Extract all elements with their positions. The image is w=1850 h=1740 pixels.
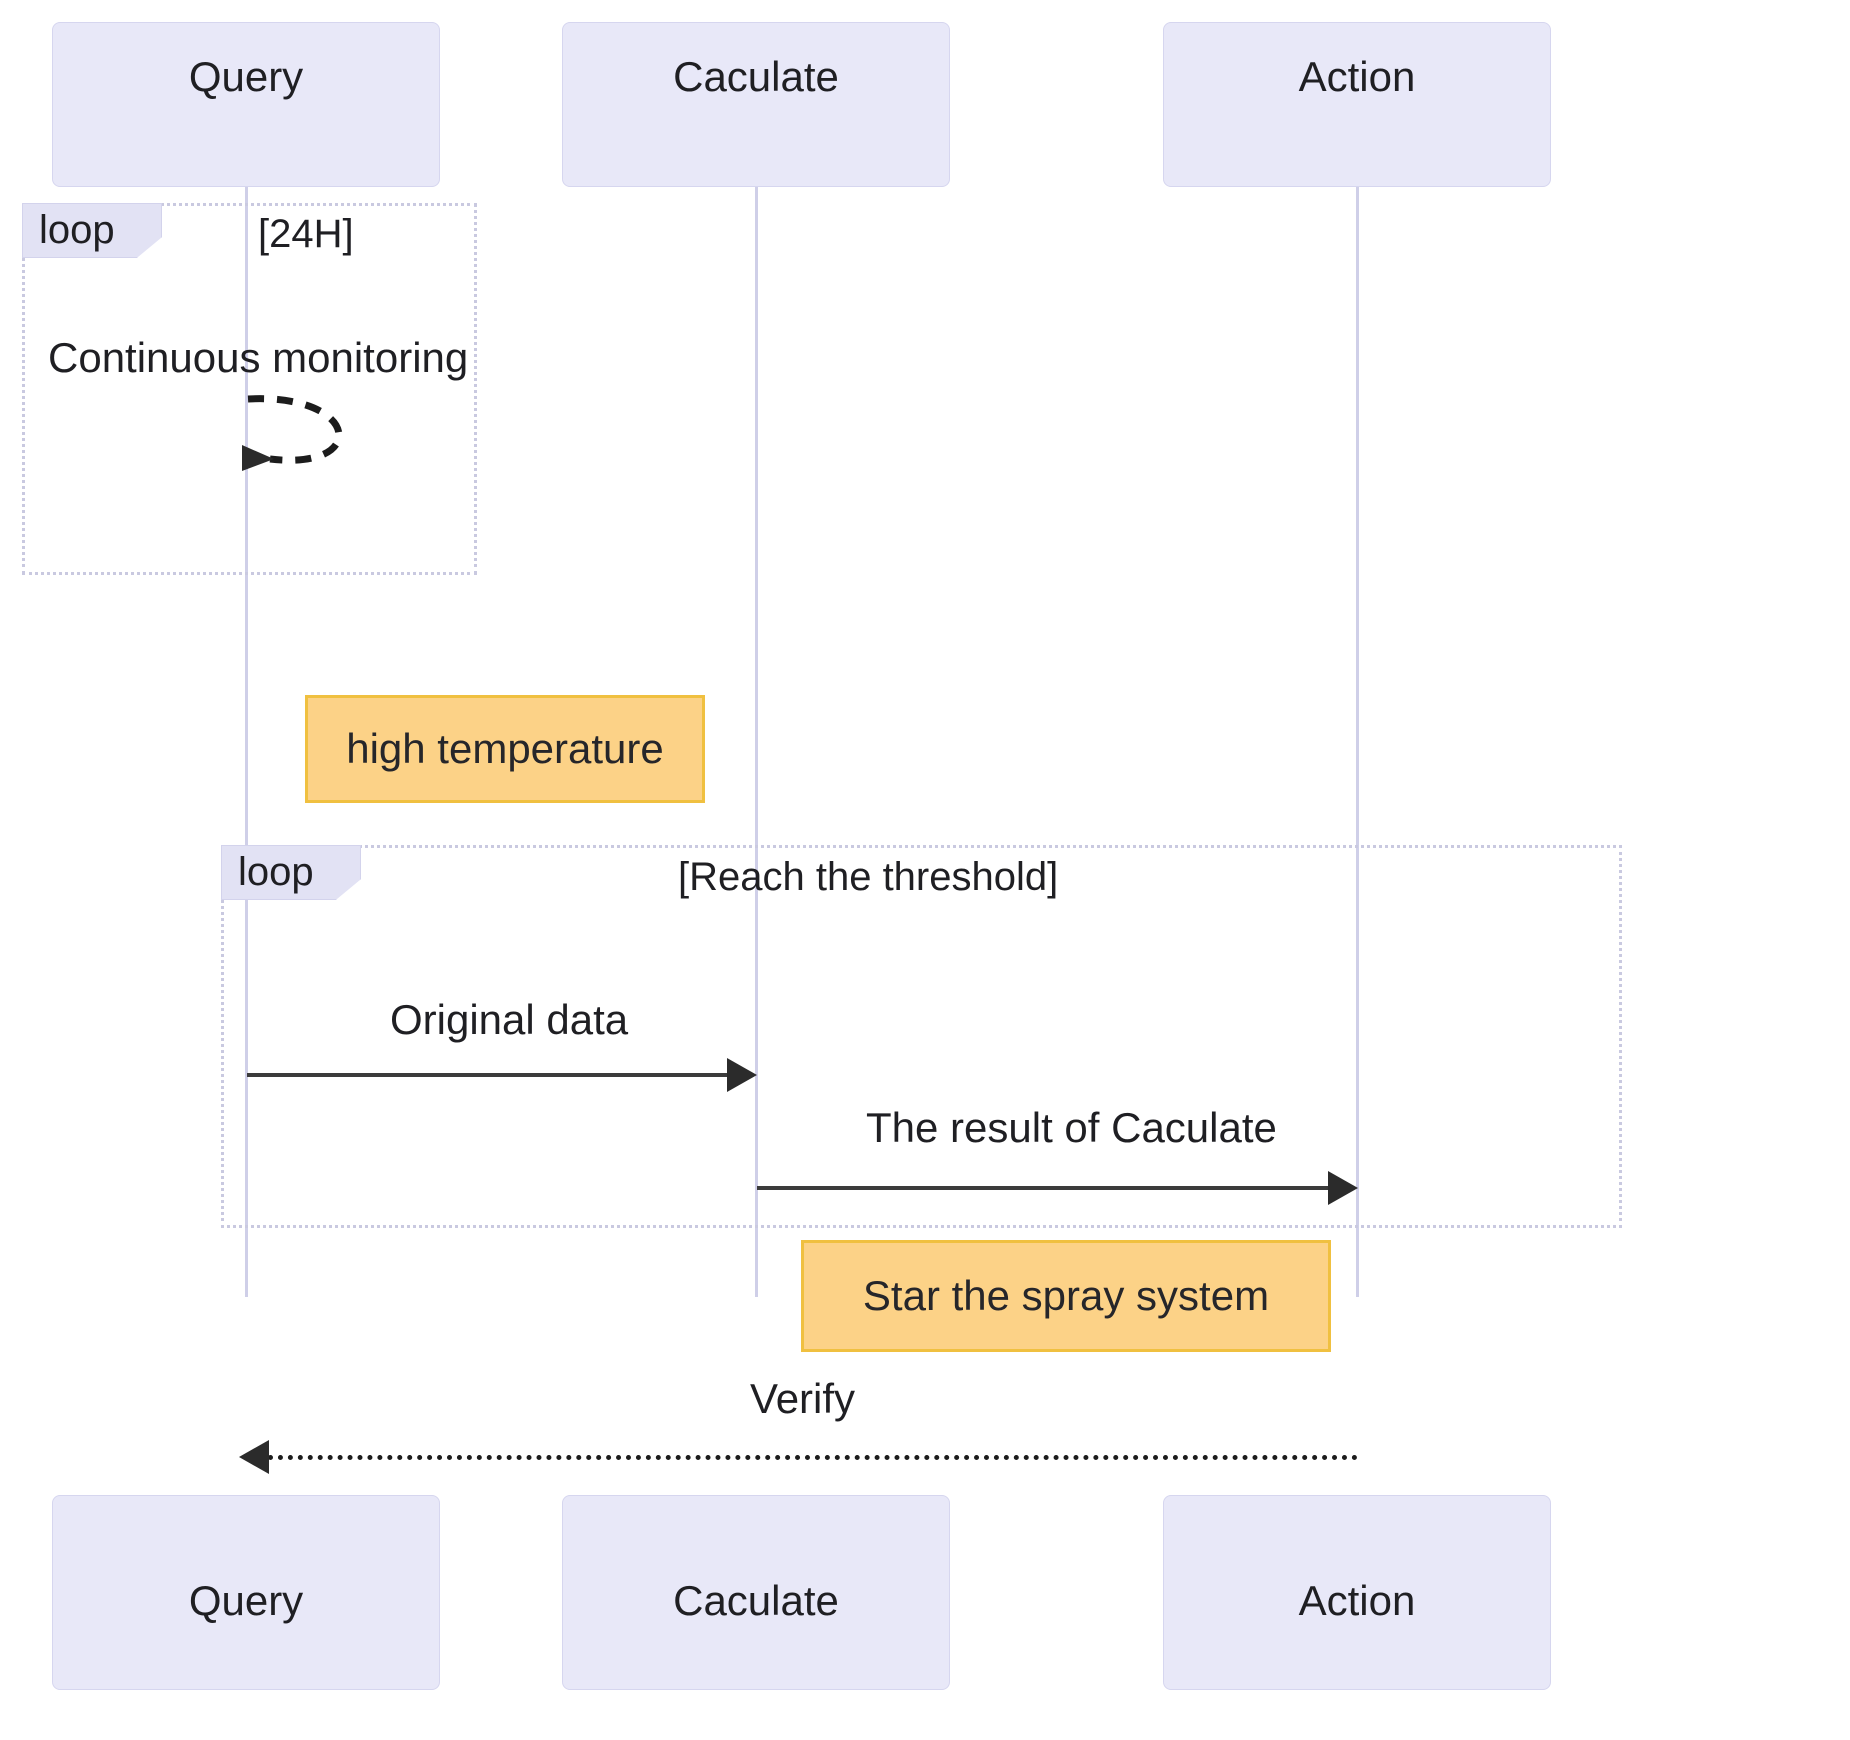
message-line-result-of-caculate xyxy=(757,1186,1337,1190)
self-loop-arrow-continuous-monitoring xyxy=(242,395,343,471)
participant-box-caculate-top[interactable]: Caculate xyxy=(562,22,950,187)
message-line-original-data xyxy=(247,1073,739,1077)
message-line-verify xyxy=(268,1455,1358,1460)
message-label-verify: Verify xyxy=(750,1375,856,1422)
participant-label-caculate-bottom: Caculate xyxy=(673,1576,839,1624)
participant-label-query-top: Query xyxy=(188,52,304,100)
lifeline-caculate xyxy=(755,187,758,1297)
message-arrowhead-result-of-caculate xyxy=(1328,1171,1358,1205)
participant-label-action-bottom: Action xyxy=(1298,1576,1416,1624)
fragment-label-loop-24h: loop xyxy=(22,203,162,258)
participant-box-caculate-bottom[interactable]: Caculate xyxy=(562,1495,950,1690)
note-high-temperature[interactable]: high temperature xyxy=(305,695,705,803)
participant-box-action-top[interactable]: Action xyxy=(1163,22,1551,187)
participant-box-action-bottom[interactable]: Action xyxy=(1163,1495,1551,1690)
note-label-high-temperature: high temperature xyxy=(346,725,664,772)
fragment-loop-24h xyxy=(22,203,477,575)
message-label-result-of-caculate: The result of Caculate xyxy=(866,1104,1277,1151)
lifeline-query xyxy=(245,187,248,1297)
participant-label-caculate-top: Caculate xyxy=(673,52,839,100)
participant-box-query-top[interactable]: Query xyxy=(52,22,440,187)
participant-box-query-bottom[interactable]: Query xyxy=(52,1495,440,1690)
fragment-condition-loop-24h: [24H] xyxy=(258,212,354,256)
message-label-original-data: Original data xyxy=(390,996,629,1043)
lifeline-action xyxy=(1356,187,1359,1297)
message-arrowhead-verify xyxy=(239,1440,269,1474)
fragment-label-loop-threshold: loop xyxy=(221,845,361,900)
message-arrowhead-original-data xyxy=(727,1058,757,1092)
fragment-kind-loop-threshold: loop xyxy=(238,850,314,894)
fragment-kind-loop-24h: loop xyxy=(39,208,115,252)
participant-label-query-bottom: Query xyxy=(188,1576,304,1624)
message-label-continuous-monitoring: Continuous monitoring xyxy=(48,334,469,381)
note-spray-system[interactable]: Star the spray system xyxy=(801,1240,1331,1352)
note-label-spray-system: Star the spray system xyxy=(862,1272,1270,1319)
fragment-loop-threshold xyxy=(221,845,1622,1228)
fragment-condition-loop-threshold: [Reach the threshold] xyxy=(678,855,1059,899)
participant-label-action-top: Action xyxy=(1298,52,1416,100)
